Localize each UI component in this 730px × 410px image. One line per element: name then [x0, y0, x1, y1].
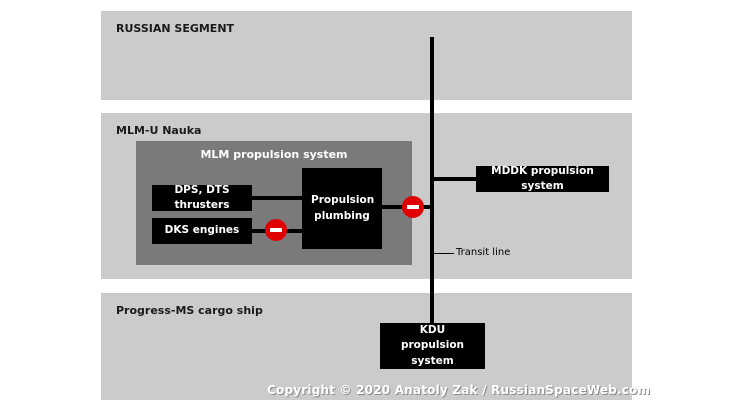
copyright-text: Copyright © 2020 Anatoly Zak / RussianSp… [267, 383, 651, 397]
dks-engines-box: DKS engines [152, 218, 252, 244]
mddk-propulsion-box: MDDK propulsion system [476, 165, 609, 192]
mlm-propulsion-label: MLM propulsion system [200, 148, 348, 161]
kdu-sub-label: propulsion system [400, 339, 465, 367]
transit-line-label: Transit line [456, 247, 511, 258]
dps-connector [252, 196, 302, 200]
propulsion-plumbing-label: Propulsion plumbing [311, 194, 375, 222]
kdu-label: KDU [419, 324, 446, 337]
transit-line [430, 37, 434, 327]
russian-segment-band: RUSSIAN SEGMENT [101, 11, 632, 100]
mlm-nauka-label: MLM-U Nauka [116, 124, 202, 137]
mddk-connector [432, 177, 480, 181]
propulsion-plumbing-box: Propulsion plumbing [302, 168, 382, 249]
plumbing-valve-icon [402, 196, 424, 218]
transit-label-leader [434, 253, 454, 254]
russian-segment-label: RUSSIAN SEGMENT [116, 22, 235, 35]
kdu-propulsion-box: KDU propulsion system [380, 323, 485, 369]
progress-ms-label: Progress-MS cargo ship [116, 304, 263, 317]
dps-dts-thrusters-box: DPS, DTS thrusters [152, 184, 252, 211]
progress-ms-band: Progress-MS cargo ship [101, 293, 632, 400]
dks-valve-icon [265, 219, 287, 241]
